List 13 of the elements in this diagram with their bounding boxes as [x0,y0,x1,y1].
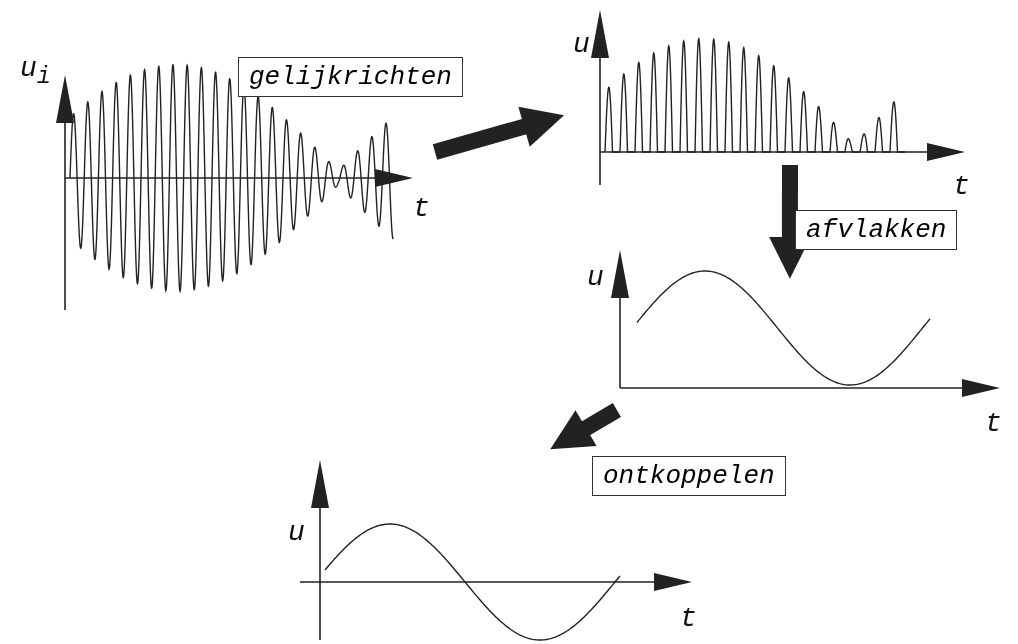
edge-label: ontkoppelen [592,456,786,496]
axis-label: t [953,173,970,201]
axis-label: u [573,31,590,59]
axis-label: u$_{i}$ [20,55,51,89]
arrow [550,403,621,450]
arrow [432,106,565,160]
axis-label: u [288,519,305,547]
axis-label: t [985,410,1002,438]
axis-label: t [680,605,697,633]
edge-label: gelijkrichten [238,57,463,97]
edge-label: afvlakken [795,210,958,250]
axis-label: t [413,195,430,223]
axis-label: u [587,264,604,292]
